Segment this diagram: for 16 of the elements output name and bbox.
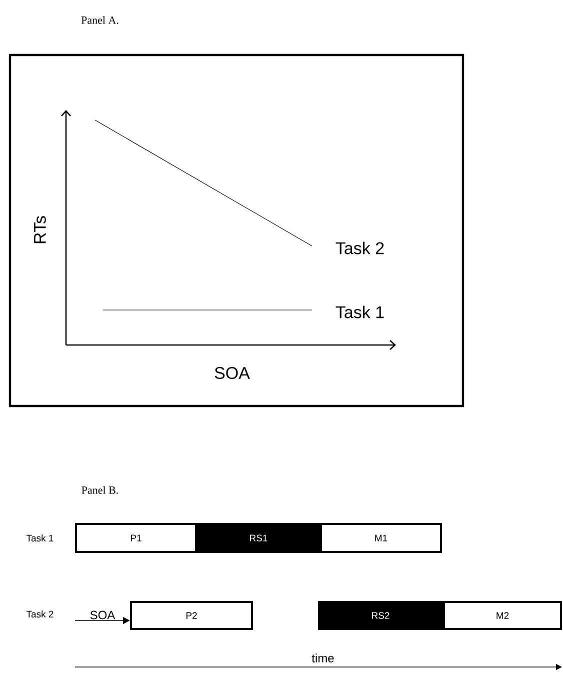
stage-segment: P2 bbox=[130, 601, 253, 630]
axis-label: time bbox=[312, 654, 334, 662]
stage-segment: RS2 bbox=[318, 601, 443, 630]
series-label: Task 1 bbox=[336, 306, 384, 318]
panel-title: Panel B. bbox=[82, 486, 118, 494]
stage-segment: M2 bbox=[443, 601, 562, 630]
axis-label: RTs bbox=[34, 216, 46, 244]
stage-segment: P1 bbox=[75, 523, 197, 553]
axis-label: SOA bbox=[214, 366, 250, 380]
panel-title: Panel A. bbox=[81, 16, 118, 24]
row-label: Task 2 bbox=[26, 610, 54, 618]
row-label: Task 1 bbox=[26, 534, 54, 542]
edge-label: SOA bbox=[90, 610, 116, 620]
stage-segment: RS1 bbox=[197, 523, 320, 553]
series-label: Task 2 bbox=[336, 242, 384, 254]
stage-segment: M1 bbox=[320, 523, 442, 553]
